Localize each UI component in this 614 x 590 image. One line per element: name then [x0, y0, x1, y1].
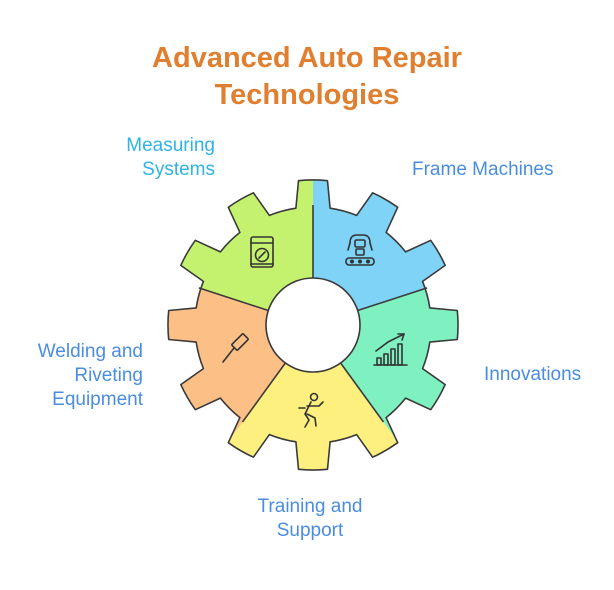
- growth-chart-icon: [373, 333, 408, 366]
- label-welding-line-3: Equipment: [52, 389, 143, 410]
- hammer-icon: [222, 333, 249, 363]
- label-training-line-1: Training and: [257, 496, 363, 517]
- label-innovations-line-1: Innovations: [484, 364, 582, 385]
- gear-outline: [167, 179, 459, 471]
- segment-innovations[interactable]: [195, 325, 431, 525]
- label-measuring-systems: Measuring Systems: [90, 134, 215, 182]
- label-welding-equipment: Welding and Riveting Equipment: [10, 340, 143, 412]
- gauge-icon: [250, 236, 274, 268]
- trainer-icon: [298, 392, 324, 428]
- label-measuring-line-2: Systems: [142, 159, 215, 180]
- label-frame-machines: Frame Machines: [412, 158, 592, 182]
- label-training-line-2: Support: [276, 520, 344, 541]
- title-line-2: Technologies: [214, 79, 400, 111]
- label-welding-line-2: Riveting: [74, 365, 143, 386]
- segment-training[interactable]: [113, 263, 313, 487]
- label-innovations: Innovations: [484, 363, 604, 387]
- page-title: Advanced Auto Repair Technologies: [0, 40, 614, 114]
- label-measuring-line-1: Measuring: [126, 135, 215, 156]
- segment-frame-machines[interactable]: [313, 263, 513, 487]
- gear-hub: [265, 277, 361, 373]
- title-line-1: Advanced Auto Repair: [152, 42, 462, 74]
- label-training-support: Training and Support: [240, 495, 380, 543]
- label-welding-line-1: Welding and: [37, 341, 143, 362]
- label-frame-line-1: Frame Machines: [412, 159, 554, 180]
- robot-arm-icon: [345, 234, 375, 266]
